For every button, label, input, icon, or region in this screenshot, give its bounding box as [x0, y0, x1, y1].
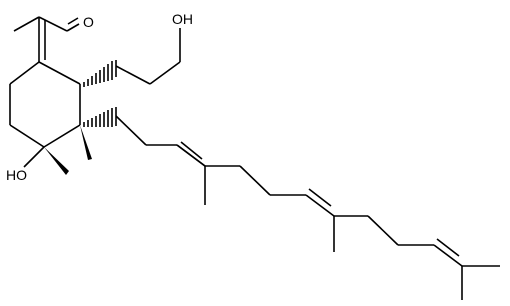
farnesyl-double-1b [180, 141, 203, 160]
ring-hydroxyl-label: HO [6, 167, 27, 183]
ring-bond-1 [9, 61, 40, 85]
farnesyl-chain [115, 115, 500, 300]
bond-c4-to-oh [23, 146, 45, 168]
aldehyde-oxygen-label: O [83, 14, 94, 30]
bond-aldehyde-carbon-to-oxygen-double [67, 17, 79, 25]
c4-substituents [23, 146, 69, 175]
farnesyl-double-3b [436, 238, 460, 257]
aldehyde-chain [13, 16, 80, 62]
farnesyl-bond-8 [367, 215, 399, 246]
ring-bond-6 [38, 61, 81, 85]
hashed-wedge-propyl [83, 60, 117, 87]
ring-bond-4 [43, 124, 81, 148]
propanol-chain [115, 28, 181, 85]
hashed-wedge-farnesyl [83, 107, 117, 127]
farnesyl-double-1a [176, 144, 206, 167]
ring-bond-3 [9, 124, 45, 148]
farnesyl-double-2a [305, 194, 335, 217]
farnesyl-bond-5 [239, 165, 271, 196]
wedge-methyl-c4 [44, 147, 69, 175]
farnesyl-double-3a [433, 244, 463, 267]
propyl-bond-1 [115, 65, 151, 85]
wedge-methyl-c3 [80, 125, 92, 160]
hydroxyl-label: OH [172, 11, 193, 27]
cyclohexane-ring [9, 61, 81, 148]
farnesyl-double-2b [308, 188, 332, 207]
bond-methyl-to-alkene-carbon [13, 16, 40, 32]
propyl-bond-2 [149, 61, 181, 85]
farnesyl-bond-1 [115, 115, 147, 146]
bond-alkene-carbon-to-aldehyde-carbon [38, 16, 68, 32]
bond-aldehyde-carbon-to-oxygen [66, 23, 80, 32]
